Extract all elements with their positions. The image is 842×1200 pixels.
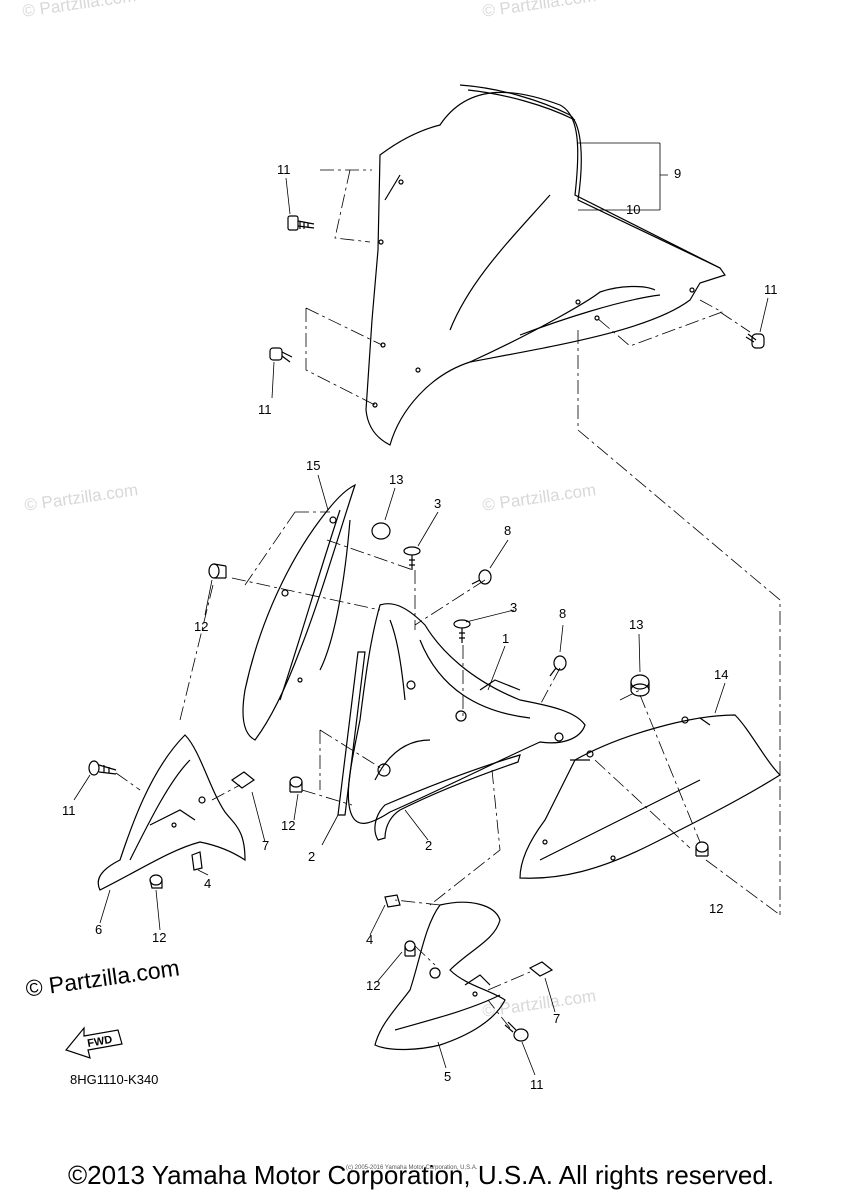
nut-4-left (191, 851, 203, 871)
callout-13: 13 (389, 472, 403, 487)
callout-14: 14 (714, 667, 728, 682)
callout-4: 4 (204, 876, 211, 891)
callout-8: 8 (559, 606, 566, 621)
screw-3-lower (453, 619, 471, 643)
lower-cover-5 (374, 901, 506, 1051)
callout-2: 2 (425, 838, 432, 853)
screw-3-upper (403, 546, 421, 570)
callout-11: 11 (62, 803, 76, 818)
collar-12-right (695, 841, 709, 857)
callout-7: 7 (553, 1011, 560, 1026)
nut-7-left (230, 771, 256, 789)
nut-7-lower (528, 961, 554, 977)
collar-12-middle (289, 776, 303, 793)
screw-8-lower (549, 655, 567, 677)
bolt-11-right (745, 333, 765, 349)
callout-12: 12 (366, 978, 380, 993)
callout-1: 1 (502, 631, 509, 646)
callout-12: 12 (152, 930, 166, 945)
side-cover-14 (519, 714, 781, 879)
callout-4: 4 (366, 932, 373, 947)
grommet-13-upper (371, 522, 391, 540)
collar-12-left (208, 563, 227, 579)
trim-strip-2-right (374, 754, 521, 841)
fwd-arrow-icon: FWD (64, 1026, 123, 1059)
nut-4-lower (384, 894, 401, 908)
callout-13: 13 (629, 617, 643, 632)
callout-11: 11 (764, 282, 778, 297)
callout-12: 12 (709, 901, 723, 916)
callout-12: 12 (194, 619, 208, 634)
callout-7: 7 (262, 838, 269, 853)
callout-labels: 11 9 10 11 11 15 13 3 8 12 3 1 8 13 14 1… (62, 162, 778, 1092)
small-copyright: (c) 2005-2016 Yamaha Motor Corporation, … (346, 1165, 478, 1171)
collar-12-cover-5 (404, 940, 416, 957)
bolt-11-cover-5 (504, 1021, 529, 1042)
callout-12: 12 (281, 818, 295, 833)
callout-15: 15 (306, 458, 320, 473)
callout-9: 9 (674, 166, 681, 181)
fwd-label: FWD (86, 1034, 113, 1050)
grommet-13-right (630, 674, 650, 697)
collar-12-cover-6 (149, 874, 163, 889)
bolt-11-lower-left (269, 347, 293, 363)
callout-5: 5 (444, 1069, 451, 1084)
lower-cover-6 (97, 734, 246, 891)
callout-8: 8 (504, 523, 511, 538)
bolt-11-upper-left (287, 215, 315, 231)
trim-strip-2-left (337, 651, 366, 816)
callout-11: 11 (530, 1077, 544, 1092)
inner-panel-1 (347, 603, 586, 824)
callout-10: 10 (626, 202, 640, 217)
callout-3: 3 (510, 600, 517, 615)
callout-2: 2 (308, 849, 315, 864)
callout-3: 3 (434, 496, 441, 511)
bolt-11-cover-6 (88, 760, 117, 776)
side-cover-15 (242, 483, 357, 741)
callout-11: 11 (258, 402, 272, 417)
callout-11: 11 (277, 162, 291, 177)
windshield (365, 84, 726, 446)
callout-6: 6 (95, 922, 102, 937)
screw-8-upper (471, 569, 492, 585)
diagram-code: 8HG1110-K340 (70, 1072, 159, 1087)
copyright-notice: ©2013 Yamaha Motor Corporation, U.S.A. A… (67, 1160, 775, 1190)
